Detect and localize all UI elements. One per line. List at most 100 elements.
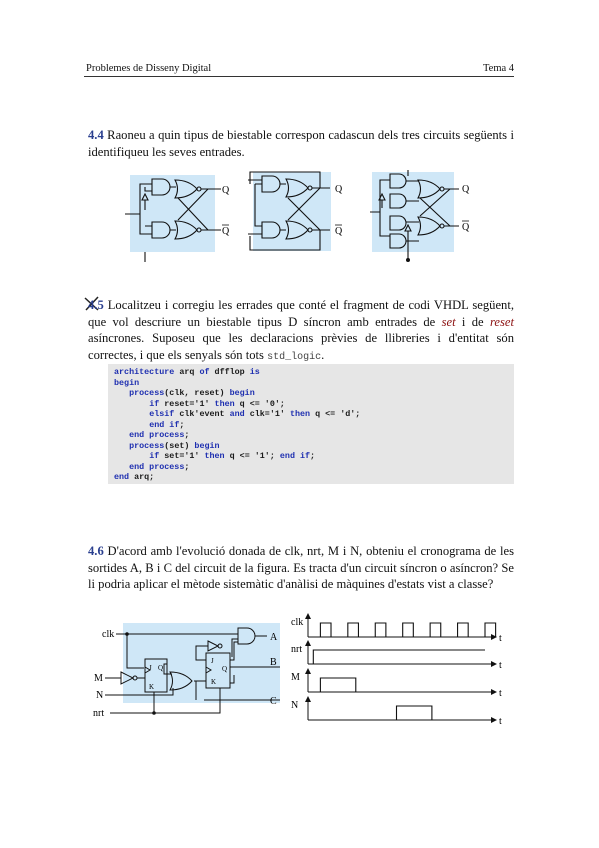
header-right: Tema 4 <box>483 63 515 74</box>
problem-statement: Raoneu a quin tipus de biestable corresp… <box>88 128 514 159</box>
label-clk: clk <box>102 629 114 640</box>
svg-text:Q: Q <box>222 226 230 237</box>
reset-term: reset <box>489 314 514 329</box>
circuit-2: Q Q <box>248 171 343 251</box>
problem-number: 4.6 <box>88 544 104 558</box>
waveform-nrt <box>308 649 485 665</box>
flipflop-circuits: Q Q Q Q <box>125 170 470 262</box>
code-text: arq; <box>129 472 155 483</box>
code-text: ; <box>184 430 190 441</box>
code-line: process(set) begin <box>114 441 514 452</box>
problem-number: 4.5 <box>88 298 104 312</box>
signal-axis-arrow <box>305 696 311 702</box>
vhdl-code-block: architecture arq of dfflop is begin proce… <box>108 364 514 484</box>
svg-text:Q: Q <box>335 184 343 195</box>
code-text: ; <box>184 461 190 472</box>
code-line: architecture arq of dfflop is <box>114 367 514 378</box>
time-axis-label: t <box>499 688 502 699</box>
jk-label-q: Q <box>222 665 227 673</box>
code-keyword: end process <box>129 461 185 472</box>
label-b: B <box>270 657 277 668</box>
code-keyword: process <box>129 440 165 451</box>
signal-axis-arrow <box>305 668 311 674</box>
problem-4-5-text: 4.5 Localitzeu i corregiu les errades qu… <box>88 298 514 363</box>
code-keyword: end if <box>279 451 311 462</box>
code-line: end if; <box>114 420 514 431</box>
code-keyword: and <box>229 409 245 420</box>
code-text: reset='1' <box>159 398 215 409</box>
label-c: C <box>270 696 277 707</box>
code-text: arq <box>174 367 200 377</box>
header-left: Problemes de Disseny Digital <box>86 63 212 74</box>
code-text: clk'event <box>174 409 230 420</box>
time-axis-arrow <box>491 661 497 667</box>
set-term: set <box>441 314 456 329</box>
code-line: if reset='1' then q <= '0'; <box>114 399 514 410</box>
signal-axis-arrow <box>305 640 311 646</box>
waveform-clk <box>308 622 497 638</box>
code-keyword: of <box>199 367 210 377</box>
code-line: end arq; <box>114 472 514 483</box>
code-text: (clk, reset) <box>164 388 230 399</box>
circuit-3: Q Q <box>370 170 470 262</box>
problem-4-6-text: 4.6 D'acord amb l'evolució donada de clk… <box>88 543 514 593</box>
code-text: ; <box>310 451 316 462</box>
code-keyword: then <box>289 409 311 420</box>
svg-text:Q: Q <box>462 184 470 195</box>
code-line: if set='1' then q <= '1'; end if; <box>114 451 514 462</box>
svg-text:Q: Q <box>335 226 343 237</box>
jk-label-k: K <box>211 678 216 686</box>
code-keyword: if <box>149 398 160 409</box>
code-keyword: end process <box>129 430 185 441</box>
code-keyword: begin <box>229 388 255 399</box>
svg-text:Q: Q <box>222 185 230 196</box>
label-a: A <box>270 632 278 643</box>
circuit-1: Q Q <box>125 175 230 262</box>
signal-label-nrt: nrt <box>291 644 302 655</box>
crossed-mark-icon <box>84 296 99 311</box>
sequential-circuit: J K Q J K Q clk M N nrt A B C <box>93 623 280 719</box>
jk-label-j: J <box>149 664 152 672</box>
code-keyword: architecture <box>114 367 175 377</box>
waveform-N <box>308 705 485 721</box>
jk-label-k: K <box>149 683 154 691</box>
signal-label-clk: clk <box>291 617 303 628</box>
code-keyword: end <box>114 472 130 483</box>
code-line: process(clk, reset) begin <box>114 388 514 399</box>
time-axis-label: t <box>499 660 502 671</box>
label-n: N <box>96 690 103 701</box>
code-text: q <= '1'; <box>224 451 280 462</box>
time-axis-label: t <box>499 716 502 726</box>
header-rule <box>84 76 514 77</box>
code-keyword: if <box>149 451 160 462</box>
code-keyword: begin <box>194 440 220 451</box>
waveform-M <box>308 677 485 693</box>
code-text: set='1' <box>159 451 205 462</box>
time-axis-arrow <box>491 717 497 723</box>
label-nrt: nrt <box>93 708 104 719</box>
code-keyword: elsif <box>149 409 175 420</box>
code-keyword: then <box>204 451 225 462</box>
problem-statement: D'acord amb l'evolució donada de clk, nr… <box>88 544 514 591</box>
code-keyword: process <box>129 388 165 399</box>
svg-text:Q: Q <box>462 222 470 233</box>
code-text: clk='1' <box>244 409 290 420</box>
signal-label-M: M <box>291 672 300 683</box>
code-keyword: then <box>214 398 235 409</box>
time-axis-arrow <box>491 689 497 695</box>
code-text: q <= '0'; <box>234 398 285 409</box>
code-text: q <= 'd'; <box>310 409 361 420</box>
jk-label-q: Q <box>158 664 163 672</box>
code-keyword: end if <box>149 419 180 430</box>
problem-number: 4.4 <box>88 128 104 142</box>
time-axis-label: t <box>499 633 502 644</box>
label-m: M <box>94 673 103 684</box>
type-name: std_logic <box>267 351 322 363</box>
code-line: end process; <box>114 430 514 441</box>
code-keyword: is <box>249 367 260 377</box>
problem-4-4-text: 4.4 Raoneu a quin tipus de biestable cor… <box>88 127 514 160</box>
code-line: elsif clk'event and clk='1' then q <= 'd… <box>114 409 514 420</box>
code-text: (set) <box>164 440 195 451</box>
jk-label-j: J <box>211 657 214 665</box>
